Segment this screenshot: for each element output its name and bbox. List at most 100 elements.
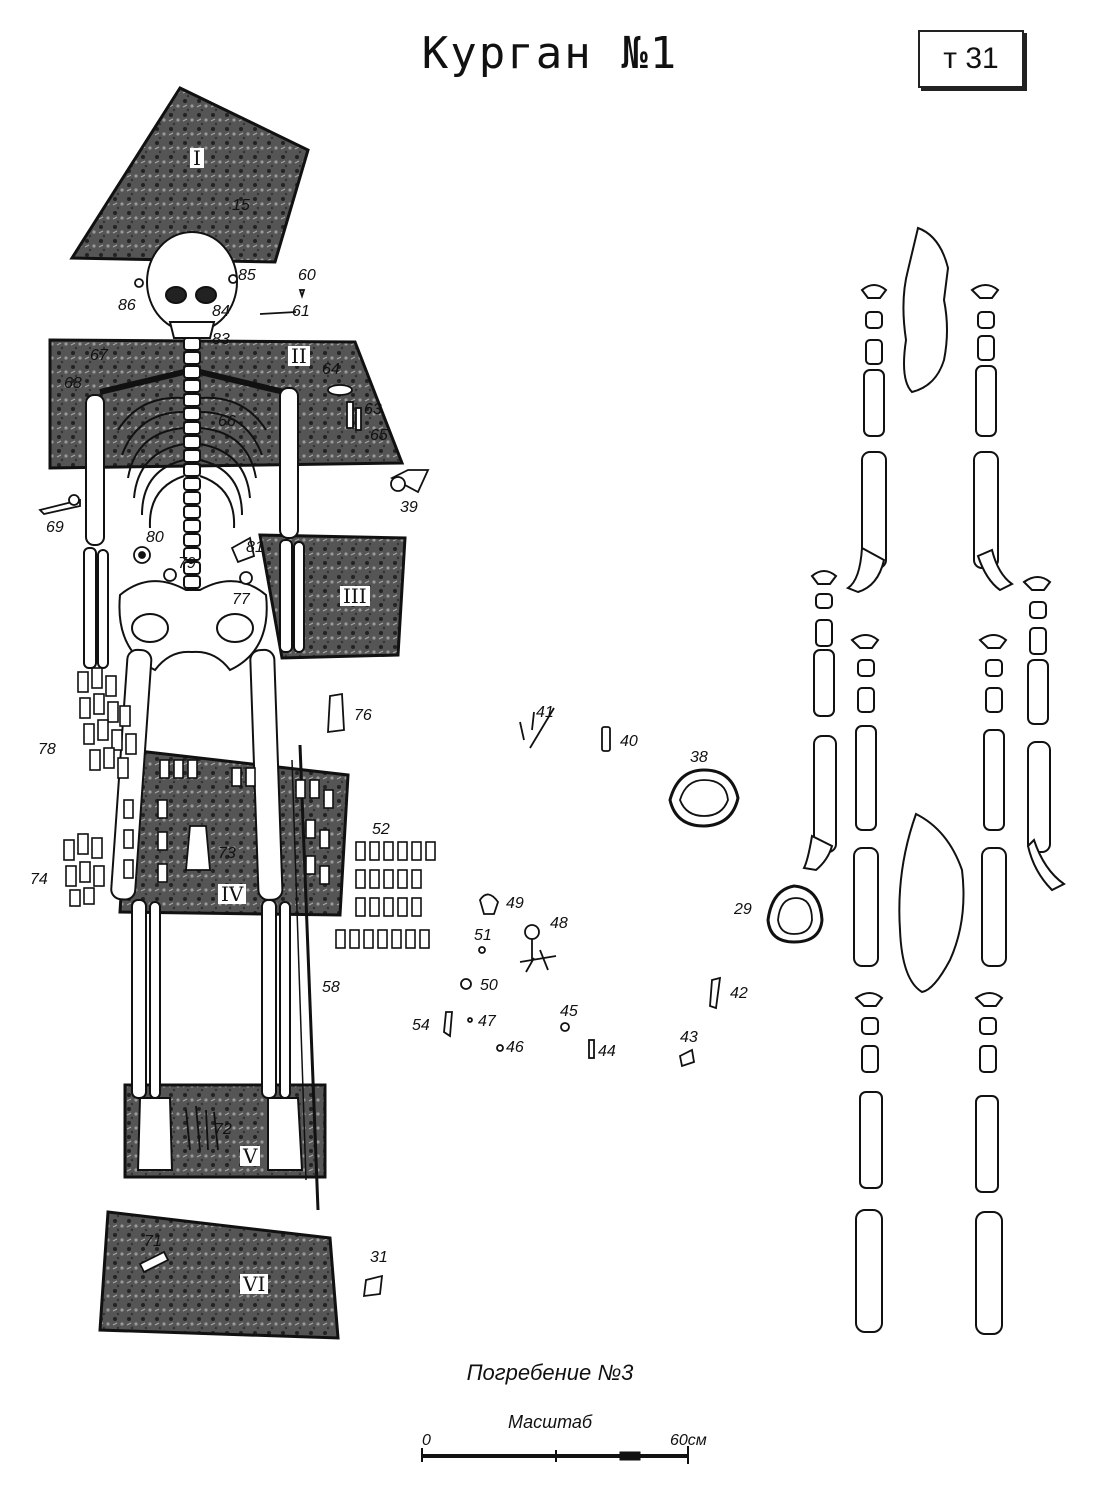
small-finds [38,274,824,1298]
find-63-object [346,401,354,429]
find-40-object [601,726,611,752]
horse-leg-4 [850,634,880,967]
find-45-bead [560,1022,570,1032]
find-label: 47 [478,1013,496,1030]
find-label: 68 [64,375,82,392]
find-label: 54 [412,1017,430,1034]
find-label: 78 [38,741,56,758]
find-51-bead [478,946,486,954]
map-title: Курган №1 [421,28,679,79]
find-label: 31 [370,1249,388,1266]
horse-leg-2 [970,284,1014,592]
spine [183,337,201,589]
horse-skeleton [802,226,1066,1335]
find-label: 50 [480,977,498,994]
horse-skull-lower [898,812,965,994]
sheet-number: т 31 [943,42,999,75]
find-label: 80 [146,529,164,546]
left-humerus [85,394,105,546]
right-humerus [279,387,299,539]
skeleton [83,231,320,1211]
find-43-object [678,1048,696,1068]
find-label: 84 [212,303,230,320]
find-label: 48 [550,915,568,932]
sheet-number-box: т 31 [918,30,1024,88]
find-label: 41 [536,704,554,721]
find-label: 44 [598,1043,616,1060]
find-label: 61 [292,303,310,320]
find-49-buckle [479,893,499,915]
find-label: 76 [354,707,372,724]
scale-end-label: 60см [670,1432,707,1449]
find-64-object [327,384,353,396]
find-label: 39 [400,499,418,516]
find-44-object [588,1039,595,1059]
find-31-object [362,1274,384,1298]
horse-leg-8 [974,992,1004,1335]
find-label: 67 [90,347,108,364]
find-label: 86 [118,297,136,314]
find-81-object [230,536,256,564]
find-label: 63 [364,401,382,418]
horse-leg-5 [978,634,1008,967]
scale-start-label: 0 [422,1432,431,1449]
find-label: 65 [370,427,388,444]
horse-leg-1 [845,284,888,594]
find-79-ring [163,568,177,582]
stone-label-5: V [240,1146,261,1166]
find-label: 77 [232,591,250,608]
burial-caption: Погребение №3 [466,1360,634,1385]
find-48-ring [524,924,540,940]
find-label: 38 [690,749,708,766]
find-label: 71 [144,1233,162,1250]
stone-slab-6 [98,1210,340,1340]
find-label: 29 [734,901,752,918]
find-50-bead [460,978,472,990]
find-label: 85 [238,267,256,284]
stone-label-4: IV [218,884,247,904]
stone-label-3: III [340,586,370,606]
find-47-bead [467,1017,473,1023]
horse-leg-7 [854,992,884,1333]
find-label: 74 [30,871,48,888]
find-label: 15 [232,197,250,214]
stone-label-6: VI [240,1274,269,1294]
find-label: 45 [560,1003,578,1020]
find-72-arrows [185,1105,219,1151]
find-label: 73 [218,845,236,862]
find-label: 52 [372,821,390,838]
find-39-bit [390,469,430,494]
stone-label-2: II [288,346,310,366]
horse-leg-3 [802,570,838,872]
find-label: 46 [506,1039,524,1056]
find-label: 40 [620,733,638,750]
stone-slab-1 [69,86,310,264]
find-label: 60 [298,267,316,284]
find-77-ring [239,571,253,585]
pelvis [118,580,268,672]
find-86-bead [134,278,144,288]
find-label: 81 [246,539,264,556]
find-61-object [259,311,297,315]
find-label: 49 [506,895,524,912]
scale-bar [421,1446,689,1464]
stone-label-1: I [190,148,204,168]
find-60-bead [298,289,306,299]
find-label: 79 [178,555,196,572]
find-label: 58 [322,979,340,996]
find-76-vessel [327,692,345,734]
scale-caption: Масштаб [507,1412,593,1432]
find-73-object [185,825,211,871]
find-label: 42 [730,985,748,1002]
find-label: 69 [46,519,64,536]
ribcage [117,396,267,529]
find-label: 72 [214,1121,232,1138]
find-85-bead [228,274,238,284]
find-71-object [138,1250,170,1274]
find-label: 83 [212,331,230,348]
horse-leg-6 [1022,576,1066,892]
find-42-object [709,976,722,1010]
find-label: 43 [680,1029,698,1046]
find-54-object [443,1011,453,1038]
